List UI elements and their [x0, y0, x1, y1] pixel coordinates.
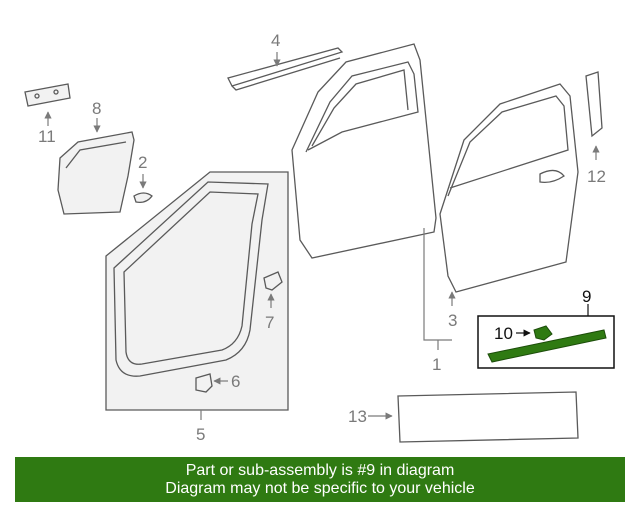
callout-13: 13 [348, 407, 367, 426]
rocker-molding-part [487, 329, 607, 363]
callout-1: 1 [432, 355, 441, 374]
callout-5: 5 [196, 425, 205, 444]
callout-11: 11 [38, 127, 56, 146]
front-door-outer [291, 43, 437, 259]
callout-12: 12 [587, 167, 606, 186]
callout-leader-1 [423, 228, 452, 341]
banner-line-2: Diagram may not be specific to your vehi… [165, 479, 475, 497]
footer-banner: Part or sub-assembly is #9 in diagram Di… [15, 457, 625, 502]
weatherstrip-clip-part [195, 373, 213, 393]
pillar-garnish-part [585, 71, 603, 138]
callout-7: 7 [265, 313, 274, 332]
banner-line-1: Part or sub-assembly is #9 in diagram [185, 461, 455, 479]
mirror-seal-part [57, 131, 135, 215]
front-door-inner [439, 83, 579, 293]
callout-6: 6 [231, 372, 240, 391]
belt-molding-part [227, 47, 344, 91]
callout-4: 4 [271, 31, 280, 50]
molding-clip-part [533, 325, 553, 341]
callout-2: 2 [138, 153, 147, 172]
callout-8: 8 [92, 99, 101, 118]
small-clip-part [133, 192, 153, 204]
bracket-part [263, 271, 283, 291]
clip-part [24, 83, 71, 107]
callout-9: 9 [582, 287, 591, 306]
callout-10: 10 [494, 324, 513, 343]
label-part [397, 391, 579, 443]
callout-3: 3 [448, 311, 457, 330]
weatherstrip-panel [105, 171, 289, 411]
